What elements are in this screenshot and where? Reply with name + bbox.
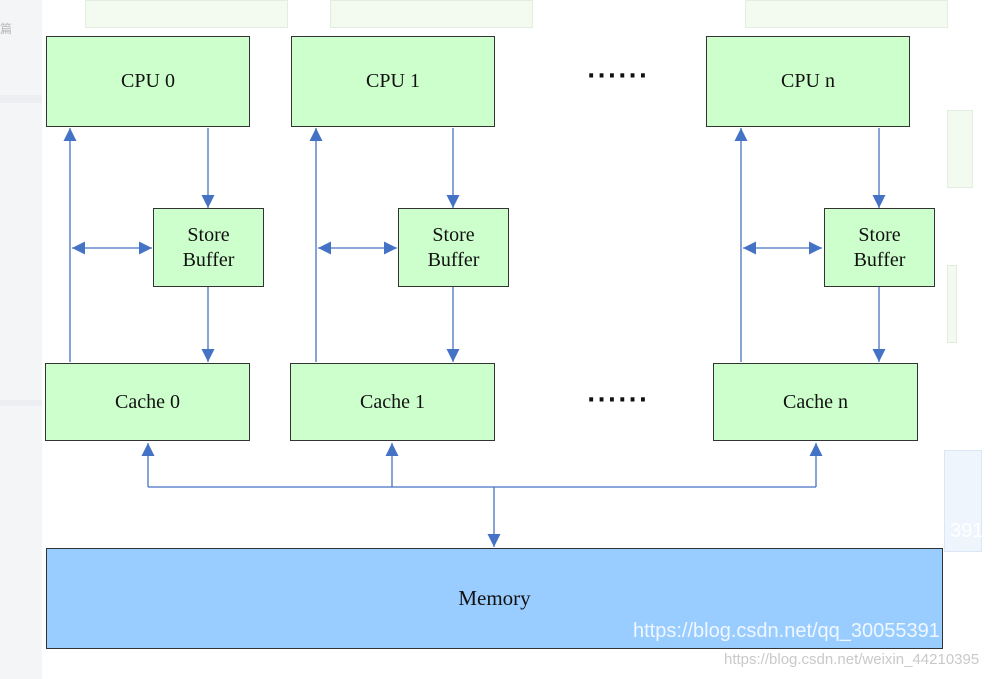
memory-box: Memory: [46, 548, 943, 649]
background-box-fragment: [947, 110, 973, 188]
page-left-strip-text: 篇: [0, 22, 13, 36]
background-box-fragment: [85, 0, 288, 28]
background-box-fragment: [944, 450, 982, 552]
cpu-n-label: CPU n: [781, 70, 835, 92]
background-box-fragment: [330, 0, 533, 28]
watermark-primary: https://blog.csdn.net/qq_30055391: [633, 620, 940, 642]
background-box-fragment: [745, 0, 948, 28]
store-buffer-n-box: Store Buffer: [824, 208, 935, 287]
cache-1-label: Cache 1: [360, 390, 425, 413]
store-buffer-0-label-line1: Store: [187, 223, 230, 246]
cache-n-label: Cache n: [783, 390, 848, 413]
store-buffer-n-label-line1: Store: [858, 223, 901, 246]
cache-n-box: Cache n: [713, 363, 918, 441]
store-buffer-0-box: Store Buffer: [153, 208, 264, 287]
cache-ellipsis: ······: [587, 388, 650, 413]
cpu-0-box: CPU 0: [46, 36, 250, 127]
cache-0-label: Cache 0: [115, 390, 180, 413]
cache-1-box: Cache 1: [290, 363, 495, 441]
page-left-band: [0, 400, 42, 406]
store-buffer-1-label-line2: Buffer: [427, 248, 480, 271]
cpu-1-label: CPU 1: [366, 70, 420, 92]
memory-label: Memory: [458, 586, 531, 611]
cpu-n-box: CPU n: [706, 36, 910, 127]
page-left-strip: 篇: [0, 0, 42, 679]
store-buffer-1-box: Store Buffer: [398, 208, 509, 287]
watermark-secondary: https://blog.csdn.net/weixin_44210395: [724, 651, 980, 668]
store-buffer-n-label-line2: Buffer: [853, 248, 906, 271]
background-fragment-text: 391: [950, 520, 984, 542]
store-buffer-1-label-line1: Store: [432, 223, 475, 246]
cpu-1-box: CPU 1: [291, 36, 495, 127]
page-left-band: [0, 95, 42, 103]
store-buffer-0-label-line2: Buffer: [182, 248, 235, 271]
background-box-fragment: [947, 265, 957, 343]
cpu-ellipsis: ······: [587, 64, 650, 89]
cpu-0-label: CPU 0: [121, 70, 175, 92]
cache-0-box: Cache 0: [45, 363, 250, 441]
